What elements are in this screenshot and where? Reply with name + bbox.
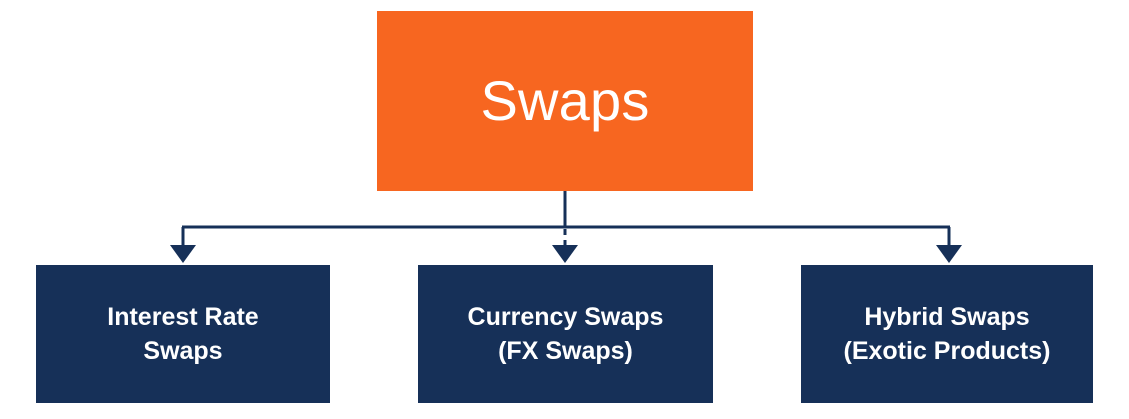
node-interest-rate-swaps[interactable]: Interest Rate Swaps: [36, 265, 330, 403]
node-interest-rate-swaps-label: Interest Rate Swaps: [99, 300, 266, 369]
node-currency-swaps-line2: (FX Swaps): [498, 337, 633, 365]
node-interest-rate-swaps-line1: Interest Rate: [107, 302, 259, 331]
node-swaps-label: Swaps: [480, 69, 650, 133]
node-currency-swaps[interactable]: Currency Swaps (FX Swaps): [418, 265, 713, 403]
node-currency-swaps-line1: Currency Swaps: [467, 302, 664, 331]
node-hybrid-swaps-line1: Hybrid Swaps: [864, 302, 1030, 331]
arrowhead-currency-swaps: [552, 245, 578, 263]
arrowhead-interest-rate-swaps: [170, 245, 196, 263]
node-hybrid-swaps-label: Hybrid Swaps (Exotic Products): [836, 300, 1059, 369]
node-currency-swaps-label: Currency Swaps (FX Swaps): [460, 300, 672, 369]
node-hybrid-swaps-line2: (Exotic Products): [843, 337, 1051, 365]
node-hybrid-swaps[interactable]: Hybrid Swaps (Exotic Products): [801, 265, 1093, 403]
node-swaps-root[interactable]: Swaps: [377, 11, 753, 191]
arrowhead-hybrid-swaps: [936, 245, 962, 263]
node-interest-rate-swaps-line2: Swaps: [143, 337, 223, 365]
